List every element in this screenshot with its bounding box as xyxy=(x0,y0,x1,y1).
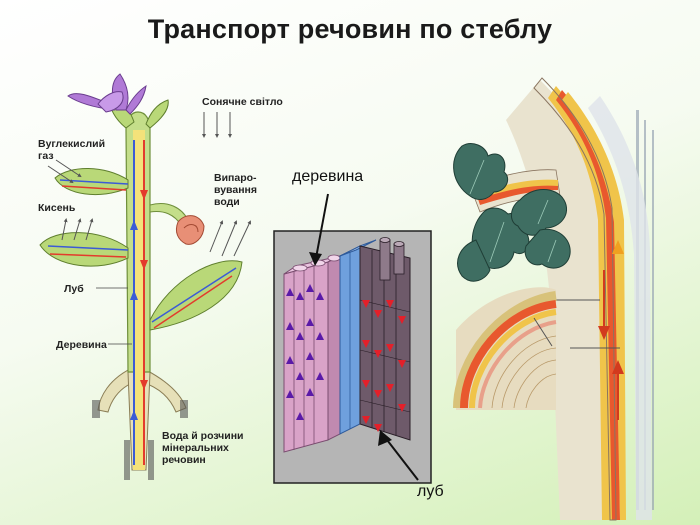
callout-xylem: деревина xyxy=(292,168,364,185)
sunlight-arrows xyxy=(202,112,232,138)
label-xylem: Деревина xyxy=(56,339,107,351)
plant-leaf-middle-left xyxy=(39,232,129,267)
phloem-tubes xyxy=(359,237,411,441)
oak-leaf-veins xyxy=(469,159,557,263)
callout-phloem: луб xyxy=(417,483,444,500)
xylem-columns xyxy=(283,254,341,453)
co2-arrows xyxy=(47,159,82,184)
label-phloem: Луб xyxy=(64,283,84,295)
label-co2: Вуглекислий газ xyxy=(38,138,106,162)
label-evaporation: Випаро- вування води xyxy=(214,172,257,208)
label-sunlight: Сонячне світло xyxy=(202,96,283,108)
cambium-strip xyxy=(339,239,377,435)
plant-side-branch xyxy=(149,203,205,245)
evaporation-arrows xyxy=(209,220,251,257)
oxygen-arrows xyxy=(61,218,94,241)
label-leaders xyxy=(96,287,132,345)
stem-cross-section-disc xyxy=(453,287,557,410)
oak-leaves xyxy=(453,143,571,282)
page-title: Транспорт речовин по стеблу xyxy=(147,14,553,44)
callout-arrow-xylem xyxy=(309,193,329,266)
plant-leaf-lower-right xyxy=(149,260,243,331)
label-water-minerals: Вода й розчини мінеральних речовин xyxy=(162,430,244,466)
stem-section-block xyxy=(273,230,432,484)
flower xyxy=(67,73,147,115)
label-oxygen: Кисень xyxy=(38,202,76,214)
plant-leaf-upper-left xyxy=(54,168,129,196)
callout-arrow-phloem xyxy=(378,430,419,481)
